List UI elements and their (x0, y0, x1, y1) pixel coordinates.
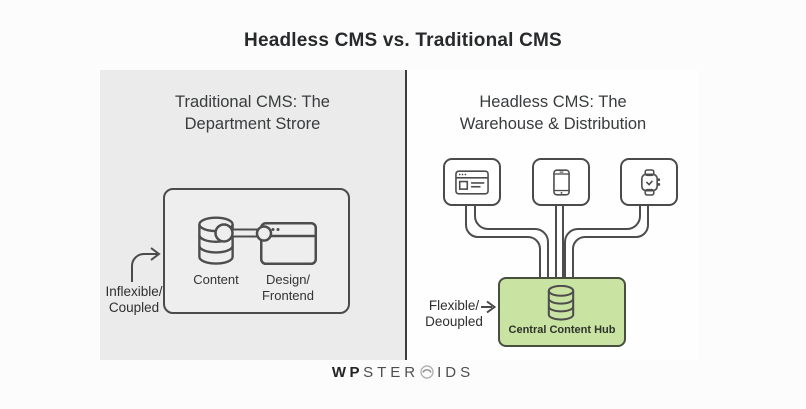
link-coupling-icon (214, 223, 273, 243)
brand-ster: STER (363, 363, 420, 381)
frontend-label: Design/ Frontend (248, 272, 328, 305)
traditional-cms-heading-line2: Department Strore (184, 114, 321, 133)
traditional-cms-heading: Traditional CMS: The Department Strore (100, 92, 405, 136)
watch-channel-box (620, 158, 678, 206)
headless-cms-heading-line1: Headless CMS: The (479, 93, 627, 111)
browser-icon (455, 169, 489, 195)
smartwatch-icon (638, 168, 661, 196)
traditional-cms-heading-line1: Traditional CMS: The (175, 93, 330, 111)
headless-cms-panel: Headless CMS: The Warehouse & Distributi… (407, 70, 699, 360)
brand-wp: WP (331, 363, 364, 381)
brand-logo: WP STER IDS (0, 362, 806, 382)
frontend-label-line2: Frontend (261, 288, 315, 304)
web-channel-box (443, 158, 501, 206)
central-content-hub: Central Content Hub (498, 277, 626, 347)
flexible-line: Flexible/ (428, 298, 480, 313)
mobile-channel-box (532, 158, 590, 206)
traditional-cms-panel: Traditional CMS: The Department Strore (100, 70, 407, 360)
smartphone-icon (552, 168, 570, 196)
steroids-o-icon (420, 365, 434, 379)
brand-ids: IDS (437, 363, 475, 381)
hub-label: Central Content Hub (508, 324, 616, 336)
database-icon (546, 285, 576, 321)
flexible-decoupled-annotation: Flexible/ Deoupled (416, 298, 492, 331)
inflexible-line: Inflexible/ (105, 284, 163, 299)
headless-cms-heading-line2: Warehouse & Distribution (459, 114, 647, 133)
coupled-line: Coupled (108, 300, 160, 316)
page-title: Headless CMS vs. Traditional CMS (244, 30, 562, 51)
frontend-label-line1: Design/ (265, 272, 311, 287)
coupled-system-box: Content Design/ Frontend (163, 188, 350, 314)
decoupled-line: Deoupled (425, 314, 483, 330)
content-label: Content (193, 272, 239, 287)
headless-cms-heading: Headless CMS: The Warehouse & Distributi… (407, 92, 699, 136)
inflexible-coupled-annotation: Inflexible/ Coupled (92, 284, 176, 317)
